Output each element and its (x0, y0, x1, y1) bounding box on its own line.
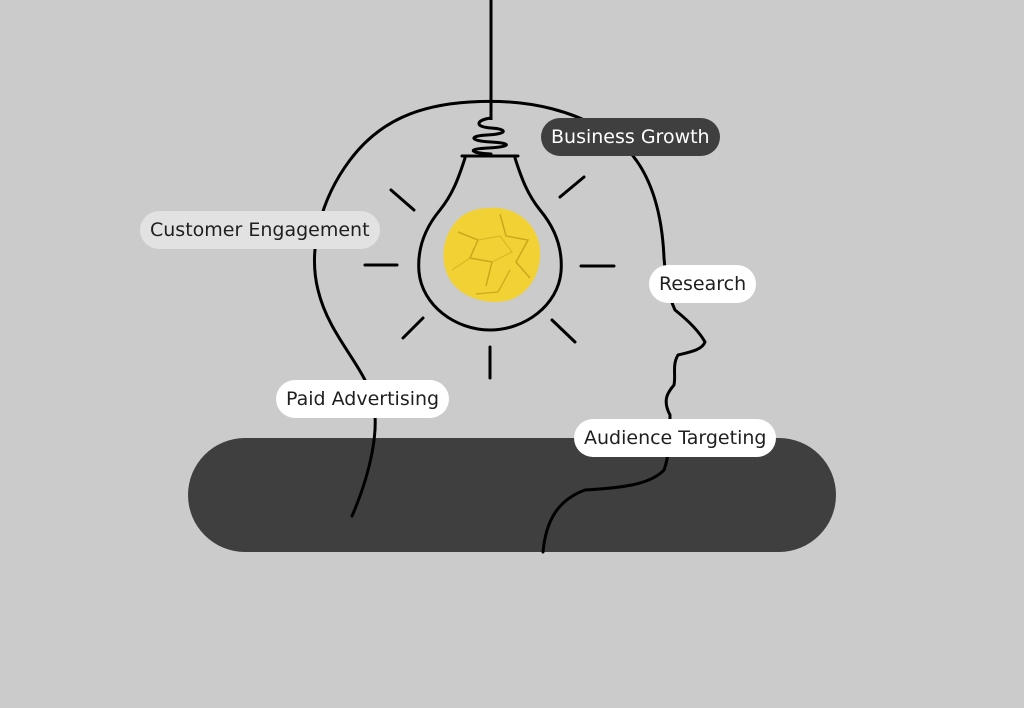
label-business-growth: Business Growth (541, 118, 720, 156)
ray (558, 175, 586, 199)
light-rays (363, 175, 616, 380)
socket-coil-icon (471, 116, 508, 156)
base-bar (188, 438, 836, 552)
lightbulb-icon (417, 156, 563, 332)
label-customer-engagement: Customer Engagement (140, 211, 380, 249)
crumpled-paper-icon (443, 207, 541, 302)
ray (550, 318, 577, 344)
label-research: Research (649, 265, 757, 303)
ray (389, 188, 416, 212)
ray (401, 316, 425, 340)
label-audience-targeting: Audience Targeting (574, 419, 777, 457)
label-paid-advertising: Paid Advertising (276, 380, 450, 418)
